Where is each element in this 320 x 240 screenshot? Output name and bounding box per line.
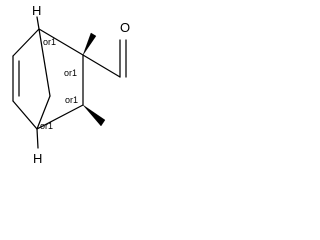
bond-bridge-c4 — [36, 95, 51, 130]
bond-c4-c3 — [36, 104, 84, 130]
hydrogen-top-label: H — [32, 3, 41, 18]
wedge-methyl-bottom — [82, 104, 106, 127]
stereo-labels: or1 or1 or1 or1 — [40, 37, 78, 131]
atom-labels: H H O — [32, 3, 130, 166]
oxygen-label: O — [120, 20, 130, 35]
stereo-label-c3: or1 — [65, 95, 78, 105]
wedge-bonds — [82, 32, 106, 127]
stereo-label-c4: or1 — [40, 121, 53, 131]
bond-lines — [12, 16, 127, 149]
bond-c2-aldehyde — [82, 54, 121, 78]
bond-c1-c2 — [38, 28, 84, 56]
bond-h-bottom — [36, 128, 39, 149]
bond-alkene-bottom-c4 — [12, 100, 38, 130]
bond-c1-alkene-top — [12, 28, 40, 57]
bond-h-top — [36, 16, 40, 30]
hydrogen-bottom-label: H — [33, 151, 42, 166]
stereo-label-c1: or1 — [43, 37, 56, 47]
molecule-structure: H H O or1 or1 or1 or1 — [12, 3, 130, 166]
bond-bridge-c1 — [38, 28, 51, 97]
stereo-label-c2: or1 — [64, 68, 77, 78]
wedge-methyl-top — [82, 32, 97, 56]
